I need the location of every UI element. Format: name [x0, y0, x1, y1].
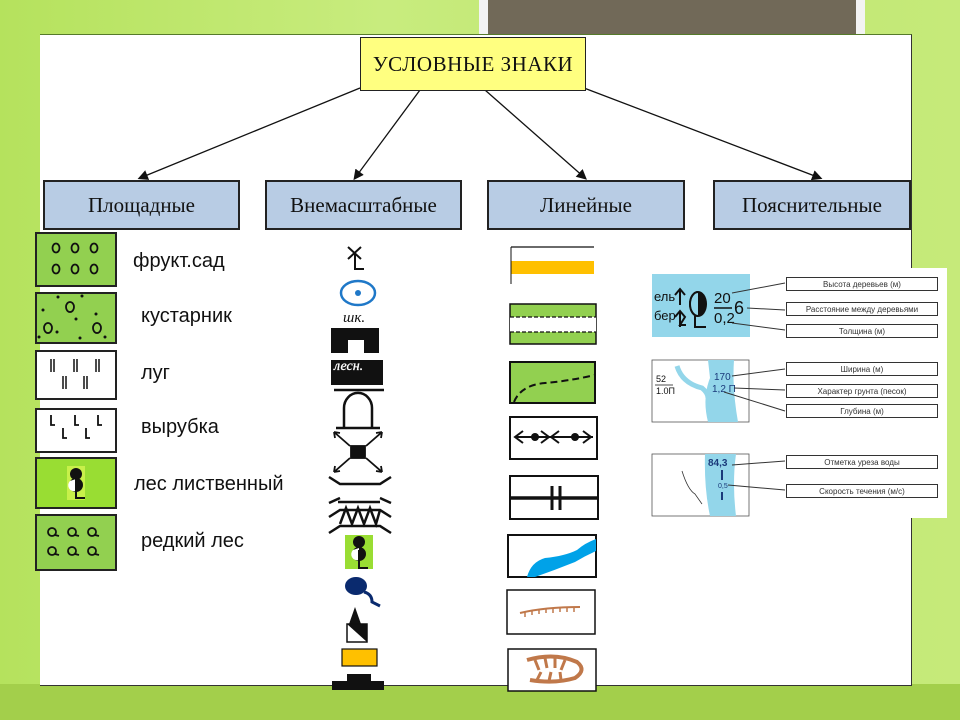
sparse-forest-icon	[35, 514, 117, 571]
forest-species-1: ель	[654, 289, 675, 304]
deciduous-tree-icon	[345, 535, 373, 569]
arrow-to-linear	[484, 89, 587, 180]
label-river-depth: Глубина (м)	[786, 404, 938, 418]
orchard-icon	[35, 232, 117, 287]
label-soil-type: Характер грунта (песок)	[786, 384, 938, 398]
label-river-width: Ширина (м)	[786, 362, 938, 376]
school-text: шк.	[343, 310, 365, 326]
monument-icon	[332, 674, 384, 690]
deciduous-forest-icon	[35, 457, 117, 509]
stream-value-bottom: 1.0П	[656, 386, 675, 396]
label-tree-height: Высота деревьев (м)	[786, 277, 938, 291]
river-depth-soil-value: 1,2 П	[712, 384, 736, 395]
label-tree-thickness: Толщина (м)	[786, 324, 938, 338]
label-water-elevation: Отметка уреза воды	[786, 455, 938, 469]
background-gap	[856, 0, 865, 34]
broadleaf-tree-icon	[689, 291, 707, 328]
clearing-icon	[35, 408, 117, 453]
bush-icon	[345, 577, 381, 608]
well-icon	[339, 279, 377, 307]
category-offscale: Внемасштабные	[265, 180, 462, 230]
forest-boundary-icon	[509, 361, 596, 404]
school-icon	[331, 328, 379, 353]
bridge-icon	[328, 496, 392, 535]
area-label-deciduous-forest: лес лиственный	[134, 473, 284, 495]
triangulation-point-icon	[346, 607, 368, 643]
power-line-icon	[509, 416, 598, 460]
background-gap	[479, 0, 488, 34]
label-tree-spacing: Расстояние между деревьями	[786, 302, 938, 316]
shrub-icon	[35, 292, 117, 344]
label-current-speed: Скорость течения (м/с)	[786, 484, 938, 498]
area-label-orchard: фрукт.сад	[133, 250, 225, 272]
meadow-icon	[35, 350, 117, 400]
pass-icon	[333, 431, 383, 473]
slide-background-bottom	[0, 684, 960, 720]
header-decoration-bar	[488, 0, 856, 34]
forest-species-2: бер	[654, 308, 676, 323]
forestry-text: лесн.	[333, 359, 363, 374]
forest-spacing-value: 6	[734, 298, 744, 318]
category-explanatory: Пояснительные	[713, 180, 911, 230]
slope-icon	[506, 589, 596, 635]
area-label-shrub: кустарник	[141, 305, 232, 327]
arrow-to-area	[137, 87, 361, 180]
category-area: Площадные	[43, 180, 240, 230]
area-label-meadow: луг	[141, 362, 170, 384]
ravine-icon	[507, 648, 597, 692]
area-label-sparse-forest: редкий лес	[141, 530, 244, 552]
water-elevation-value: 84,3	[708, 458, 728, 469]
arrow-to-explanatory	[583, 87, 823, 181]
forest-diameter-value: 0,2	[714, 310, 735, 327]
stream-value-top: 52	[656, 374, 666, 384]
forest-clearing-line-icon	[509, 303, 597, 345]
explanatory-diagrams: ель бер 20 0,2 6 52 1.0П 170 1,2 П 84,3 …	[651, 274, 786, 517]
windmill-icon	[347, 246, 364, 270]
category-linear: Линейные	[487, 180, 685, 230]
cave-icon	[334, 388, 384, 430]
river-icon	[507, 534, 597, 578]
forestry-icon	[331, 360, 383, 385]
offscale-symbols-column: шк. лесн.	[328, 246, 392, 690]
fuel-station-icon	[341, 648, 378, 667]
water-speed-value: 0,5	[718, 483, 728, 490]
arrow-to-offscale	[353, 89, 421, 181]
area-label-clearing: вырубка	[141, 416, 219, 438]
conifer-icon	[674, 287, 687, 327]
forest-height-value: 20	[714, 290, 731, 307]
linear-symbols-column	[506, 246, 599, 692]
road-icon	[510, 246, 594, 284]
diagram-title: УСЛОВНЫЕ ЗНАКИ	[360, 37, 586, 91]
river-width-value: 170	[714, 372, 731, 383]
pipeline-icon	[509, 475, 599, 520]
